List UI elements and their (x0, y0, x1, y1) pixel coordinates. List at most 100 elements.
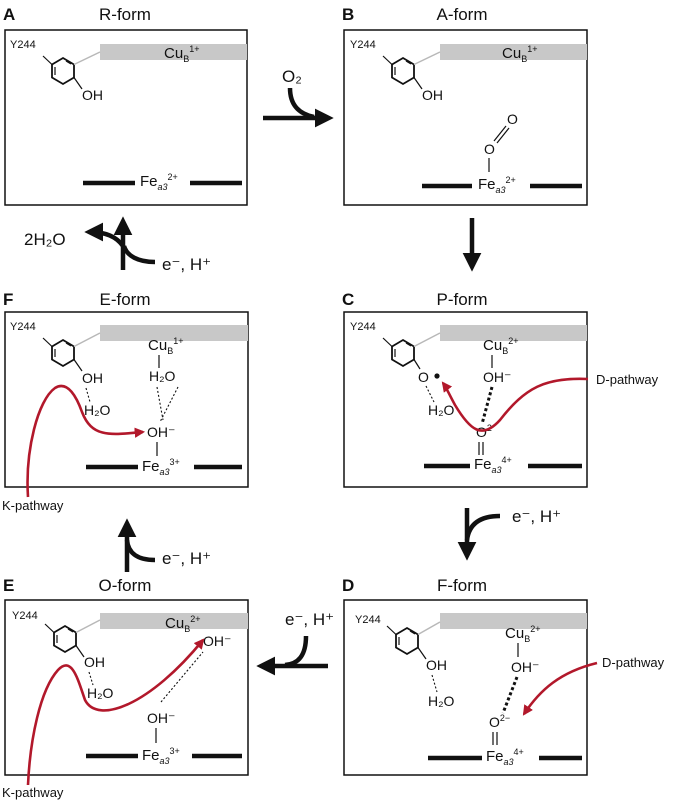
tyrosine-oh: OH (422, 87, 443, 103)
panel-d-f-form: D F-form CuB2+ Y244 OH H₂O OH⁻ O2− Fea34… (342, 576, 665, 776)
panel-frame (343, 29, 588, 206)
tyrosine-ring (42, 332, 101, 372)
svg-text:Fea34+: Fea34+ (474, 455, 512, 475)
tyrosine-ring (386, 621, 441, 660)
panel-a-r-form: A R-form CuB1+ Y244 OH Fea32+ (3, 5, 248, 206)
cub-label: Cu (165, 615, 184, 632)
y244-label: Y244 (12, 610, 38, 622)
panel-frame (4, 599, 249, 776)
cub-label: Cu (148, 337, 167, 354)
released-hydroxide: OH⁻ (203, 633, 231, 649)
dioxygen-o-distal: O (507, 111, 518, 127)
cub-bar (440, 325, 587, 341)
svg-text:Fea32+: Fea32+ (140, 172, 178, 192)
k-pathway-proton-arrow (26, 638, 205, 786)
panel-title-a-form: A-form (437, 5, 488, 24)
o2-label: O₂ (282, 67, 302, 86)
cub-label: Cu (505, 625, 524, 642)
arrow-f-to-a: 2H₂O e⁻, H⁺ (24, 216, 211, 274)
panel-letter-a: A (3, 5, 15, 24)
d-pathway-label: D-pathway (596, 372, 659, 387)
k-pathway-proton-arrow (26, 384, 146, 498)
h-bond-cub-oxo (480, 386, 494, 425)
panel-title-p-form: P-form (437, 290, 488, 309)
d-pathway-proton-arrow (441, 377, 589, 432)
h-bond-cub-oxo (501, 676, 519, 714)
svg-text:Fea32+: Fea32+ (478, 175, 516, 195)
svg-text:CuB1+: CuB1+ (502, 44, 537, 64)
svg-text:Fea33+: Fea33+ (142, 457, 180, 477)
electron-proton-label: e⁻, H⁺ (285, 610, 334, 629)
tyrosine-ring (382, 51, 441, 90)
cub-hydroxide: OH⁻ (511, 659, 539, 675)
tyrosyl-radical-o: O (418, 369, 429, 385)
fe-label: Fe (478, 176, 496, 193)
cub-bar (100, 613, 248, 629)
tyrosine-oh: OH (82, 87, 103, 103)
y244-label: Y244 (350, 321, 376, 333)
panel-letter-d: D (342, 576, 354, 595)
h-bond-hydroxides (160, 651, 204, 703)
electron-proton-label: e⁻, H⁺ (162, 255, 211, 274)
panel-letter-e: E (3, 576, 14, 595)
cub-hydroxide: OH⁻ (483, 369, 511, 385)
ferryl-oxo: O (476, 424, 487, 440)
cub-bar (100, 44, 247, 60)
water-near-tyrosine: H₂O (428, 402, 455, 418)
arrow-e-to-f: e⁻, H⁺ (117, 518, 211, 572)
panel-title-r-form: R-form (99, 5, 151, 24)
panel-c-p-form: C P-form CuB2+ Y244 O H₂O OH⁻ O2 Fea34+ … (342, 290, 659, 488)
tyrosine-ring (382, 332, 441, 370)
cub-bar (440, 613, 587, 629)
panel-frame (343, 311, 588, 488)
o-o-bond (493, 125, 507, 142)
tyrosine-ring (42, 51, 101, 90)
panel-e-o-form: E O-form CuB2+ Y244 OH H₂O OH⁻ OH⁻ Fea33… (2, 576, 249, 800)
water-near-tyrosine: H₂O (87, 685, 114, 701)
fe-label: Fe (474, 456, 492, 473)
svg-text:CuB1+: CuB1+ (164, 44, 199, 64)
fe-label: Fe (142, 458, 160, 475)
electron-proton-label: e⁻, H⁺ (512, 507, 561, 526)
water-product-label: 2H₂O (24, 230, 66, 249)
arrow-c-to-d: e⁻, H⁺ (457, 507, 561, 561)
panel-letter-f: F (3, 290, 13, 309)
svg-text:CuB2+: CuB2+ (505, 624, 540, 644)
fe-label: Fe (140, 173, 158, 190)
cub-bar (440, 44, 587, 60)
fe-label: Fe (486, 748, 504, 765)
water-near-tyrosine: H₂O (84, 402, 111, 418)
water-near-tyrosine: H₂O (428, 693, 455, 709)
panel-title-e-form: E-form (100, 290, 151, 309)
arrow-a-to-b: O₂ (263, 67, 334, 128)
panel-frame (4, 29, 248, 206)
svg-text:Fea34+: Fea34+ (486, 747, 524, 767)
svg-text:CuB1+: CuB1+ (148, 336, 183, 356)
tyrosine-oh: OH (84, 654, 105, 670)
panel-frame (343, 599, 588, 776)
tyrosine-oh: OH (426, 657, 447, 673)
svg-text:CuB2+: CuB2+ (165, 614, 200, 634)
electron-proton-label: e⁻, H⁺ (162, 549, 211, 568)
arrow-d-to-e: e⁻, H⁺ (256, 610, 334, 676)
y244-label: Y244 (350, 39, 376, 51)
h-bond-water-hydroxide (159, 386, 179, 423)
y244-label: Y244 (355, 614, 381, 626)
d-pathway-label: D-pathway (602, 655, 665, 670)
panel-b-a-form: B A-form CuB1+ Y244 OH O O Fea32+ (342, 5, 588, 206)
k-pathway-label: K-pathway (2, 498, 64, 513)
panel-frame (4, 311, 249, 488)
ferryl-oxo: O (489, 714, 500, 730)
y244-label: Y244 (10, 321, 36, 333)
k-pathway-label: K-pathway (2, 785, 64, 800)
cub-label: Cu (483, 337, 502, 354)
y244-label: Y244 (10, 39, 36, 51)
panel-letter-c: C (342, 290, 354, 309)
d-pathway-proton-arrow (522, 661, 598, 716)
fe-hydroxide: OH⁻ (147, 710, 175, 726)
cub-label: Cu (164, 45, 183, 62)
dioxygen-o-proximal: O (484, 141, 495, 157)
cub-water: H₂O (149, 368, 176, 384)
tyrosine-ring (44, 619, 101, 658)
